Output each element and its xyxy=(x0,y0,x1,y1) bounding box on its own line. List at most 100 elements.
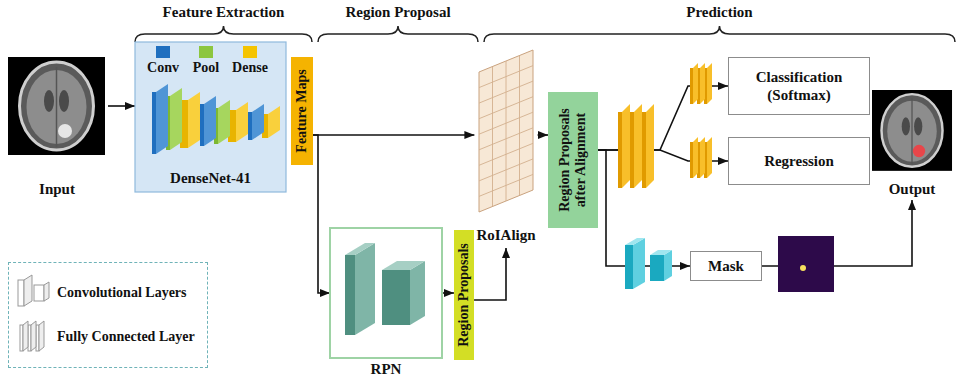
section-brace xyxy=(135,26,312,42)
conv-block xyxy=(633,238,645,289)
flow-arrow xyxy=(538,134,548,136)
section-brace xyxy=(484,26,955,42)
node-text: RoIAlign xyxy=(476,226,535,244)
conv-layer xyxy=(204,96,216,146)
legend-text: Convolutional Layers xyxy=(57,285,187,301)
mri-ventricle xyxy=(902,117,910,135)
conv-block xyxy=(664,250,672,281)
legend-item: Pool xyxy=(181,46,231,76)
node-text: Region Proposals after Alignment xyxy=(557,96,589,224)
conv-layer xyxy=(248,112,252,140)
mask-dot xyxy=(800,265,806,271)
mri-output xyxy=(872,90,952,171)
pool-layer xyxy=(218,100,230,144)
fc-layer xyxy=(646,104,654,188)
rpn-block xyxy=(382,261,425,270)
fc-layer xyxy=(707,63,712,104)
flow-arrow xyxy=(474,248,506,300)
legend-swatch xyxy=(199,46,213,58)
mri-ventricle xyxy=(44,90,54,112)
rpn-block xyxy=(410,261,425,325)
legend-conv-icon xyxy=(18,275,49,306)
fc-layer xyxy=(690,142,693,178)
fc-layer xyxy=(700,63,705,104)
section-heading: Feature Extraction xyxy=(163,4,285,21)
icon-block xyxy=(34,285,44,301)
legend-text: Conv xyxy=(138,60,188,76)
mri-input xyxy=(8,57,105,155)
legend-text: Pool xyxy=(181,60,231,76)
mri-skull xyxy=(20,62,94,150)
flow-arrow xyxy=(313,134,474,136)
mri-midline xyxy=(56,67,58,147)
fc-stack xyxy=(618,104,654,188)
dense-layer xyxy=(268,106,280,138)
node-text: RPN xyxy=(371,360,402,378)
grid-line xyxy=(479,174,533,196)
node-text: Regression xyxy=(737,152,861,170)
section-heading: Region Proposal xyxy=(345,4,450,21)
fc-layer xyxy=(618,112,622,188)
output-image: Output xyxy=(868,88,956,200)
icon-block xyxy=(18,280,24,306)
section-brace xyxy=(318,26,478,42)
densenet-stack xyxy=(152,84,280,154)
legend-swatch xyxy=(243,46,257,58)
aligned-bar: Region Proposals after Alignment xyxy=(548,92,598,228)
roialign-grid: RoIAlign xyxy=(474,48,537,248)
mask-box: Mask xyxy=(690,251,762,281)
grid-lines xyxy=(479,56,533,207)
fc-layer xyxy=(707,137,712,178)
conv-layer xyxy=(152,92,156,154)
rpn-frame xyxy=(330,228,442,358)
dense-layer xyxy=(236,102,248,142)
icon-slab xyxy=(23,321,28,351)
backbone-panel xyxy=(135,42,286,192)
rpn-box: RPN xyxy=(330,228,442,380)
legend-item: Conv xyxy=(138,46,188,76)
fc-layer xyxy=(700,137,705,178)
rpn-blocks xyxy=(345,243,425,335)
legend-text: Fully Connected Layer xyxy=(57,329,195,345)
mri-skull xyxy=(881,94,942,167)
rpn-block xyxy=(382,270,410,325)
section-braces xyxy=(135,26,955,42)
node-text: Output xyxy=(889,180,936,198)
conv-stack xyxy=(625,238,672,289)
icon-block xyxy=(24,275,32,306)
rpn-block xyxy=(355,243,375,335)
flow-arrow xyxy=(313,135,330,293)
icon-slab xyxy=(39,321,44,351)
fc-layer xyxy=(630,112,634,188)
mri-ventricle xyxy=(59,90,69,112)
legend-box: Convolutional LayersFully Connected Laye… xyxy=(8,262,208,368)
head-box: Regression xyxy=(728,137,870,185)
grid-line xyxy=(506,61,507,201)
feature-bar: Feature Maps xyxy=(291,57,313,165)
mri-midline xyxy=(911,98,912,164)
conv-layer xyxy=(200,104,204,146)
grid-line xyxy=(492,67,493,207)
legend-item: Convolutional Layers xyxy=(57,271,195,315)
legend-item: Fully Connected Layer xyxy=(57,315,195,359)
rpn-block xyxy=(345,243,375,255)
grid-plane xyxy=(479,50,533,212)
node-text: Feature Maps xyxy=(294,61,310,161)
flow-arrow xyxy=(442,292,454,294)
legend-fc-icon xyxy=(20,321,44,351)
node-text: Region Proposals xyxy=(456,234,472,356)
fc-stack xyxy=(690,137,712,178)
node-text: Input xyxy=(39,180,75,198)
legend-text: Dense xyxy=(225,60,275,76)
node-text: Mask xyxy=(699,257,753,275)
fc-layer xyxy=(693,63,698,104)
proposal-bar: Region Proposals xyxy=(454,230,474,360)
roialign-grid-art xyxy=(479,50,533,212)
mask-image xyxy=(778,236,834,292)
node-text: Classification (Softmax) xyxy=(737,68,861,104)
node-text: DenseNet-41 xyxy=(170,169,251,187)
legend-item: Dense xyxy=(225,46,275,76)
conv-block xyxy=(625,245,633,289)
mri-ground xyxy=(872,90,952,171)
